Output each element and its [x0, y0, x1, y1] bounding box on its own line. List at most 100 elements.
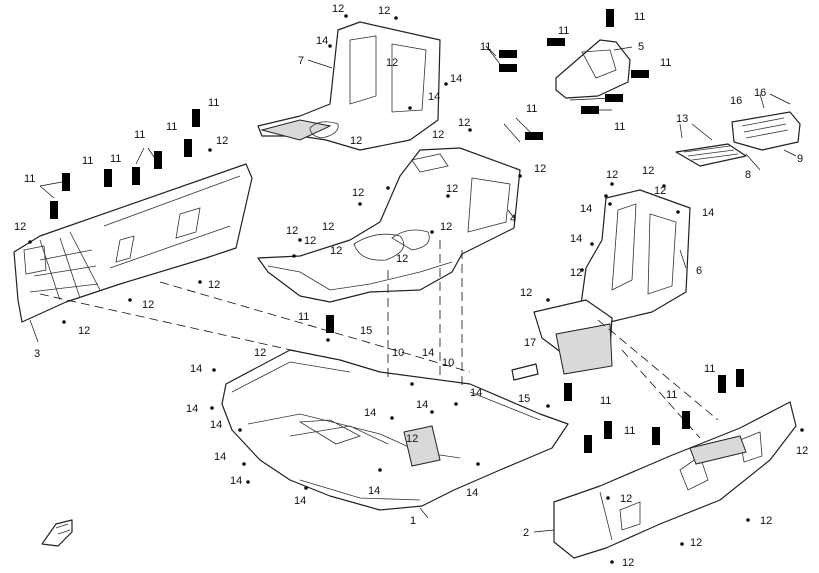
fastener-point: [680, 542, 684, 546]
fastener-point: [246, 480, 250, 484]
fastener-point: [28, 240, 32, 244]
screw-icon: [581, 106, 599, 114]
callout-14: 14: [186, 403, 198, 415]
screw-icon: [184, 139, 192, 157]
fastener-point: [430, 410, 434, 414]
callout-11: 11: [208, 97, 219, 109]
callout-12: 12: [304, 235, 316, 247]
part-rear-bracket: [257, 21, 441, 151]
fastener-point: [800, 428, 804, 432]
screw-icon: [326, 315, 334, 333]
part-left-side-panel: [13, 163, 253, 323]
direction-arrow-icon: [41, 519, 73, 547]
fastener-point: [242, 462, 246, 466]
callout-11: 11: [82, 155, 93, 167]
fastener-point: [238, 428, 242, 432]
callout-3: 3: [34, 348, 40, 360]
part-seat-cover: [555, 39, 631, 99]
callout-8: 8: [745, 169, 751, 181]
fastener-point: [408, 106, 412, 110]
callout-11: 11: [704, 363, 715, 375]
fastener-point: [676, 210, 680, 214]
callout-14: 14: [416, 399, 428, 411]
screw-icon: [584, 435, 592, 453]
callout-12: 12: [690, 537, 702, 549]
screw-icon: [525, 132, 543, 140]
callout-12: 12: [796, 445, 808, 457]
callout-14: 14: [230, 475, 242, 487]
fastener-point: [444, 82, 448, 86]
callout-11: 11: [624, 425, 635, 437]
callout-12: 12: [142, 299, 154, 311]
screw-icons: [28, 9, 804, 564]
screw-icon: [104, 169, 112, 187]
callout-11: 11: [660, 57, 671, 69]
fastener-point: [326, 338, 330, 342]
fastener-point: [62, 320, 66, 324]
part-right-side-panel: [553, 401, 797, 559]
screw-icon: [132, 167, 140, 185]
callout-1: 1: [410, 515, 416, 527]
callout-12: 12: [352, 187, 364, 199]
screw-icon: [718, 375, 726, 393]
fastener-point: [410, 382, 414, 386]
callout-12: 12: [254, 347, 266, 359]
callout-11: 11: [24, 173, 35, 185]
callout-12: 12: [378, 5, 390, 17]
callout-12: 12: [286, 225, 298, 237]
fastener-point: [610, 182, 614, 186]
callout-15a: 15: [360, 325, 372, 337]
callout-12: 12: [322, 221, 334, 233]
fastener-point: [746, 518, 750, 522]
part-floor-pan: [221, 349, 569, 511]
fastener-point: [344, 14, 348, 18]
callout-14: 14: [368, 485, 380, 497]
callout-11: 11: [600, 395, 611, 407]
fastener-point: [128, 298, 132, 302]
callout-12: 12: [208, 279, 220, 291]
screw-icon: [192, 109, 200, 127]
leader-lines: [29, 45, 797, 533]
screw-icon: [736, 369, 744, 387]
part-right-frame: [533, 189, 691, 375]
callout-15b: 15: [518, 393, 530, 405]
part-center-console: [257, 147, 521, 303]
part-pad-8: [675, 143, 747, 167]
callout-2: 2: [523, 527, 529, 539]
callout-11: 11: [614, 121, 625, 133]
screw-icon: [682, 411, 690, 429]
callout-12: 12: [620, 493, 632, 505]
callout-12: 12: [330, 245, 342, 257]
screw-icon: [604, 421, 612, 439]
fastener-point: [386, 186, 390, 190]
fastener-point: [304, 486, 308, 490]
callout-14: 14: [570, 233, 582, 245]
callout-11: 11: [526, 103, 537, 115]
screw-icon: [499, 50, 517, 58]
callout-12: 12: [458, 117, 470, 129]
screw-icon: [50, 201, 58, 219]
callout-14: 14: [470, 387, 482, 399]
callout-11: 11: [110, 153, 121, 165]
callout-11: 11: [298, 311, 309, 323]
callout-9: 9: [797, 153, 803, 165]
fastener-point: [298, 238, 302, 242]
callout-12: 12: [654, 185, 666, 197]
callout-12: 12: [520, 287, 532, 299]
screw-icon: [652, 427, 660, 445]
callout-14: 14: [702, 207, 714, 219]
fastener-point: [210, 406, 214, 410]
callout-14: 14: [190, 363, 202, 375]
fastener-point: [546, 298, 550, 302]
callout-14: 14: [364, 407, 376, 419]
callout-12: 12: [534, 163, 546, 175]
callout-11: 11: [666, 389, 677, 401]
callout-5: 5: [638, 41, 644, 53]
callout-12: 12: [432, 129, 444, 141]
callout-12: 12: [332, 3, 344, 15]
screw-icon: [154, 151, 162, 169]
callout-12: 12: [14, 221, 26, 233]
fastener-point: [610, 560, 614, 564]
callout-11: 11: [134, 129, 145, 141]
callout-12: 12: [350, 135, 362, 147]
